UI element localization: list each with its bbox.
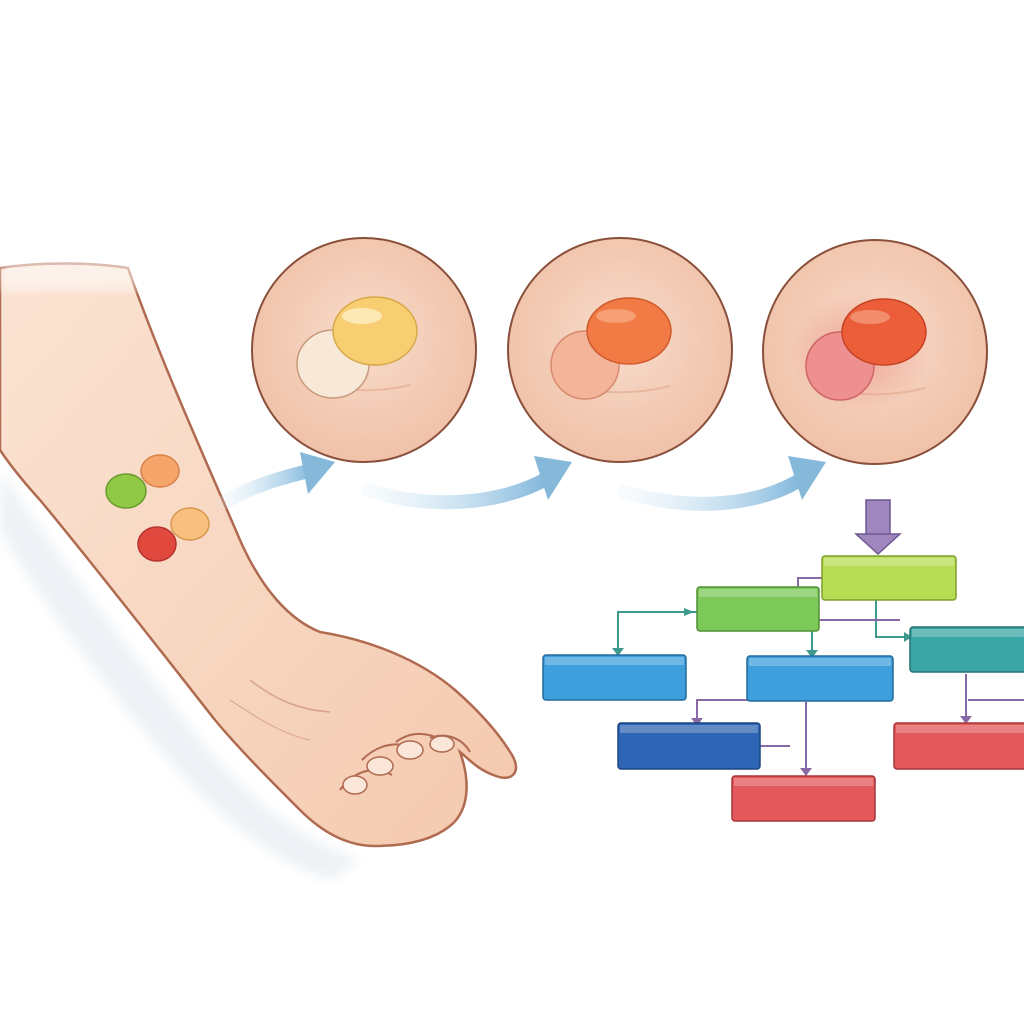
flow-box-navy bbox=[617, 722, 761, 770]
orange-patch-dot bbox=[140, 454, 180, 488]
arrow-to-stage-3 bbox=[618, 456, 826, 511]
forearm bbox=[0, 250, 518, 848]
stage-2-orange-patch bbox=[586, 297, 672, 365]
progression-arrows bbox=[218, 452, 826, 511]
flow-box-red-right bbox=[893, 722, 1024, 770]
arrow-to-stage-1 bbox=[218, 452, 335, 509]
patch-test-dots bbox=[105, 454, 210, 562]
light-orange-patch-dot bbox=[170, 507, 210, 541]
flow-box-blue-center bbox=[746, 655, 894, 702]
green-patch-dot bbox=[105, 473, 147, 509]
magnified-stage-2 bbox=[507, 237, 733, 463]
red-patch-dot bbox=[137, 526, 177, 562]
flow-box-teal bbox=[909, 626, 1024, 673]
magnified-stage-1 bbox=[251, 237, 477, 463]
flow-box-green bbox=[696, 586, 820, 632]
flow-box-lime bbox=[821, 555, 957, 601]
entry-arrow bbox=[854, 499, 902, 556]
flow-box-red-bottom bbox=[731, 775, 876, 822]
stage-1-yellow-patch bbox=[332, 296, 418, 366]
box-highlights bbox=[545, 558, 1024, 786]
stage-3-red-orange-patch bbox=[841, 298, 927, 366]
arrow-to-stage-2 bbox=[361, 456, 572, 510]
flow-box-blue-left bbox=[542, 654, 687, 701]
flowchart bbox=[542, 499, 1024, 822]
connector-arrowheads bbox=[612, 608, 972, 776]
magnified-stage-3 bbox=[762, 239, 988, 465]
